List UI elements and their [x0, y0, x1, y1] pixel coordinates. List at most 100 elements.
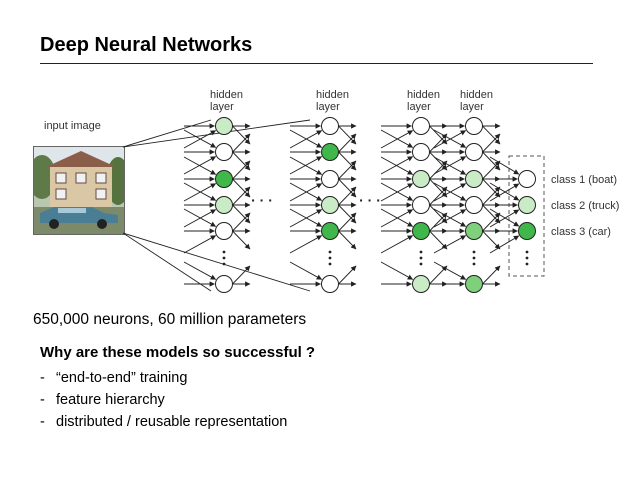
network-node	[465, 275, 483, 293]
connection-arrow	[433, 208, 467, 227]
network-labels: · · ·· · ·input imagehiddenlayerhiddenla…	[44, 89, 619, 238]
hidden-layer-label: layer	[460, 101, 484, 113]
vertical-ellipsis-dot	[419, 256, 423, 260]
class-label: class 2 (truck)	[551, 200, 619, 212]
network-node	[215, 196, 233, 214]
network-node	[321, 143, 339, 161]
connection-arrow	[289, 183, 323, 202]
connection-arrow	[232, 133, 251, 153]
connection-arrow	[482, 133, 501, 153]
connection-arrow	[289, 156, 323, 175]
connection-arrow	[433, 129, 467, 148]
connection-arrow	[232, 178, 251, 198]
connection-arrow	[433, 235, 467, 254]
connection-arrow	[429, 133, 448, 153]
connection-arrow	[289, 130, 323, 149]
class-label: class 1 (boat)	[551, 174, 617, 186]
house-car-image	[34, 147, 124, 234]
connection-arrow	[289, 129, 323, 148]
vertical-ellipsis-dot	[419, 262, 423, 266]
connection-arrow	[338, 151, 357, 171]
network-node	[215, 143, 233, 161]
connection-arrow	[433, 209, 467, 228]
hidden-layer-label: hidden	[210, 89, 243, 101]
network-node	[412, 222, 430, 240]
list-item: -“end-to-end” training	[40, 370, 188, 386]
network-node	[412, 117, 430, 135]
connection-arrow	[433, 130, 467, 149]
output-node	[518, 170, 536, 188]
connection-arrow	[338, 178, 357, 198]
connection-arrow	[429, 204, 448, 224]
network-size-caption: 650,000 neurons, 60 million parameters	[33, 311, 307, 328]
connection-arrow	[289, 261, 323, 280]
vertical-ellipsis-dot	[222, 262, 226, 266]
connection-arrow	[482, 265, 501, 285]
connection-arrow	[289, 182, 323, 201]
connection-arrow	[482, 125, 501, 145]
connection-arrow	[232, 230, 251, 250]
connection-arrow	[482, 178, 501, 198]
connection-arrow	[232, 265, 251, 285]
network-node	[412, 170, 430, 188]
reasons-list: -“end-to-end” training -feature hierarch…	[40, 367, 287, 433]
connection-arrow	[429, 125, 448, 145]
connection-arrow	[429, 151, 448, 171]
connection-arrow	[380, 208, 414, 227]
network-node	[321, 196, 339, 214]
network-node	[465, 117, 483, 135]
connection-arrow	[489, 182, 520, 201]
hidden-layer-label: hidden	[460, 89, 493, 101]
connection-arrow	[482, 151, 501, 171]
connection-arrow	[429, 265, 448, 285]
vertical-ellipsis-dot	[525, 256, 529, 260]
hidden-layer-label: hidden	[316, 89, 349, 101]
input-projection-line	[122, 232, 311, 292]
vertical-ellipsis-dot	[419, 250, 423, 254]
network-node	[465, 196, 483, 214]
connection-arrow	[380, 182, 414, 201]
connection-arrow	[429, 178, 448, 198]
hidden-layer-label: layer	[407, 101, 431, 113]
connection-arrow	[482, 212, 501, 232]
connection-arrow	[380, 129, 414, 148]
page-title: Deep Neural Networks	[40, 34, 253, 56]
connection-arrow	[338, 125, 357, 145]
connection-arrow	[482, 230, 501, 250]
connection-arrow	[289, 208, 323, 227]
network-node	[321, 117, 339, 135]
connection-arrow	[232, 151, 251, 171]
output-node	[518, 222, 536, 240]
connection-arrow	[183, 183, 217, 202]
vertical-ellipsis-dot	[472, 262, 476, 266]
connection-arrow	[289, 235, 323, 254]
connection-arrow	[489, 235, 520, 254]
connection-arrow	[482, 204, 501, 224]
hidden-layer-label: hidden	[407, 89, 440, 101]
connection-arrow	[232, 125, 251, 145]
network-node	[412, 196, 430, 214]
list-item-text: distributed / reusable representation	[56, 414, 288, 430]
connection-arrow	[433, 261, 467, 280]
connection-arrow	[489, 209, 520, 228]
vertical-ellipsis-dot	[472, 256, 476, 260]
list-item: -feature hierarchy	[40, 392, 165, 408]
network-node	[215, 117, 233, 135]
connection-arrow	[232, 160, 251, 180]
network-node	[465, 170, 483, 188]
connection-arrow	[183, 208, 217, 227]
connection-arrow	[429, 230, 448, 250]
hidden-layer-label: layer	[210, 101, 234, 113]
network-node	[215, 222, 233, 240]
connection-arrow	[482, 186, 501, 206]
connection-arrow	[433, 182, 467, 201]
network-node	[215, 275, 233, 293]
vertical-ellipsis-dot	[328, 256, 332, 260]
vertical-ellipsis-dot	[525, 250, 529, 254]
input-projection-line	[122, 119, 311, 148]
connection-arrow	[429, 212, 448, 232]
title-divider	[40, 63, 593, 64]
input-image-label: input image	[44, 120, 101, 132]
vertical-ellipsis-dot	[222, 256, 226, 260]
